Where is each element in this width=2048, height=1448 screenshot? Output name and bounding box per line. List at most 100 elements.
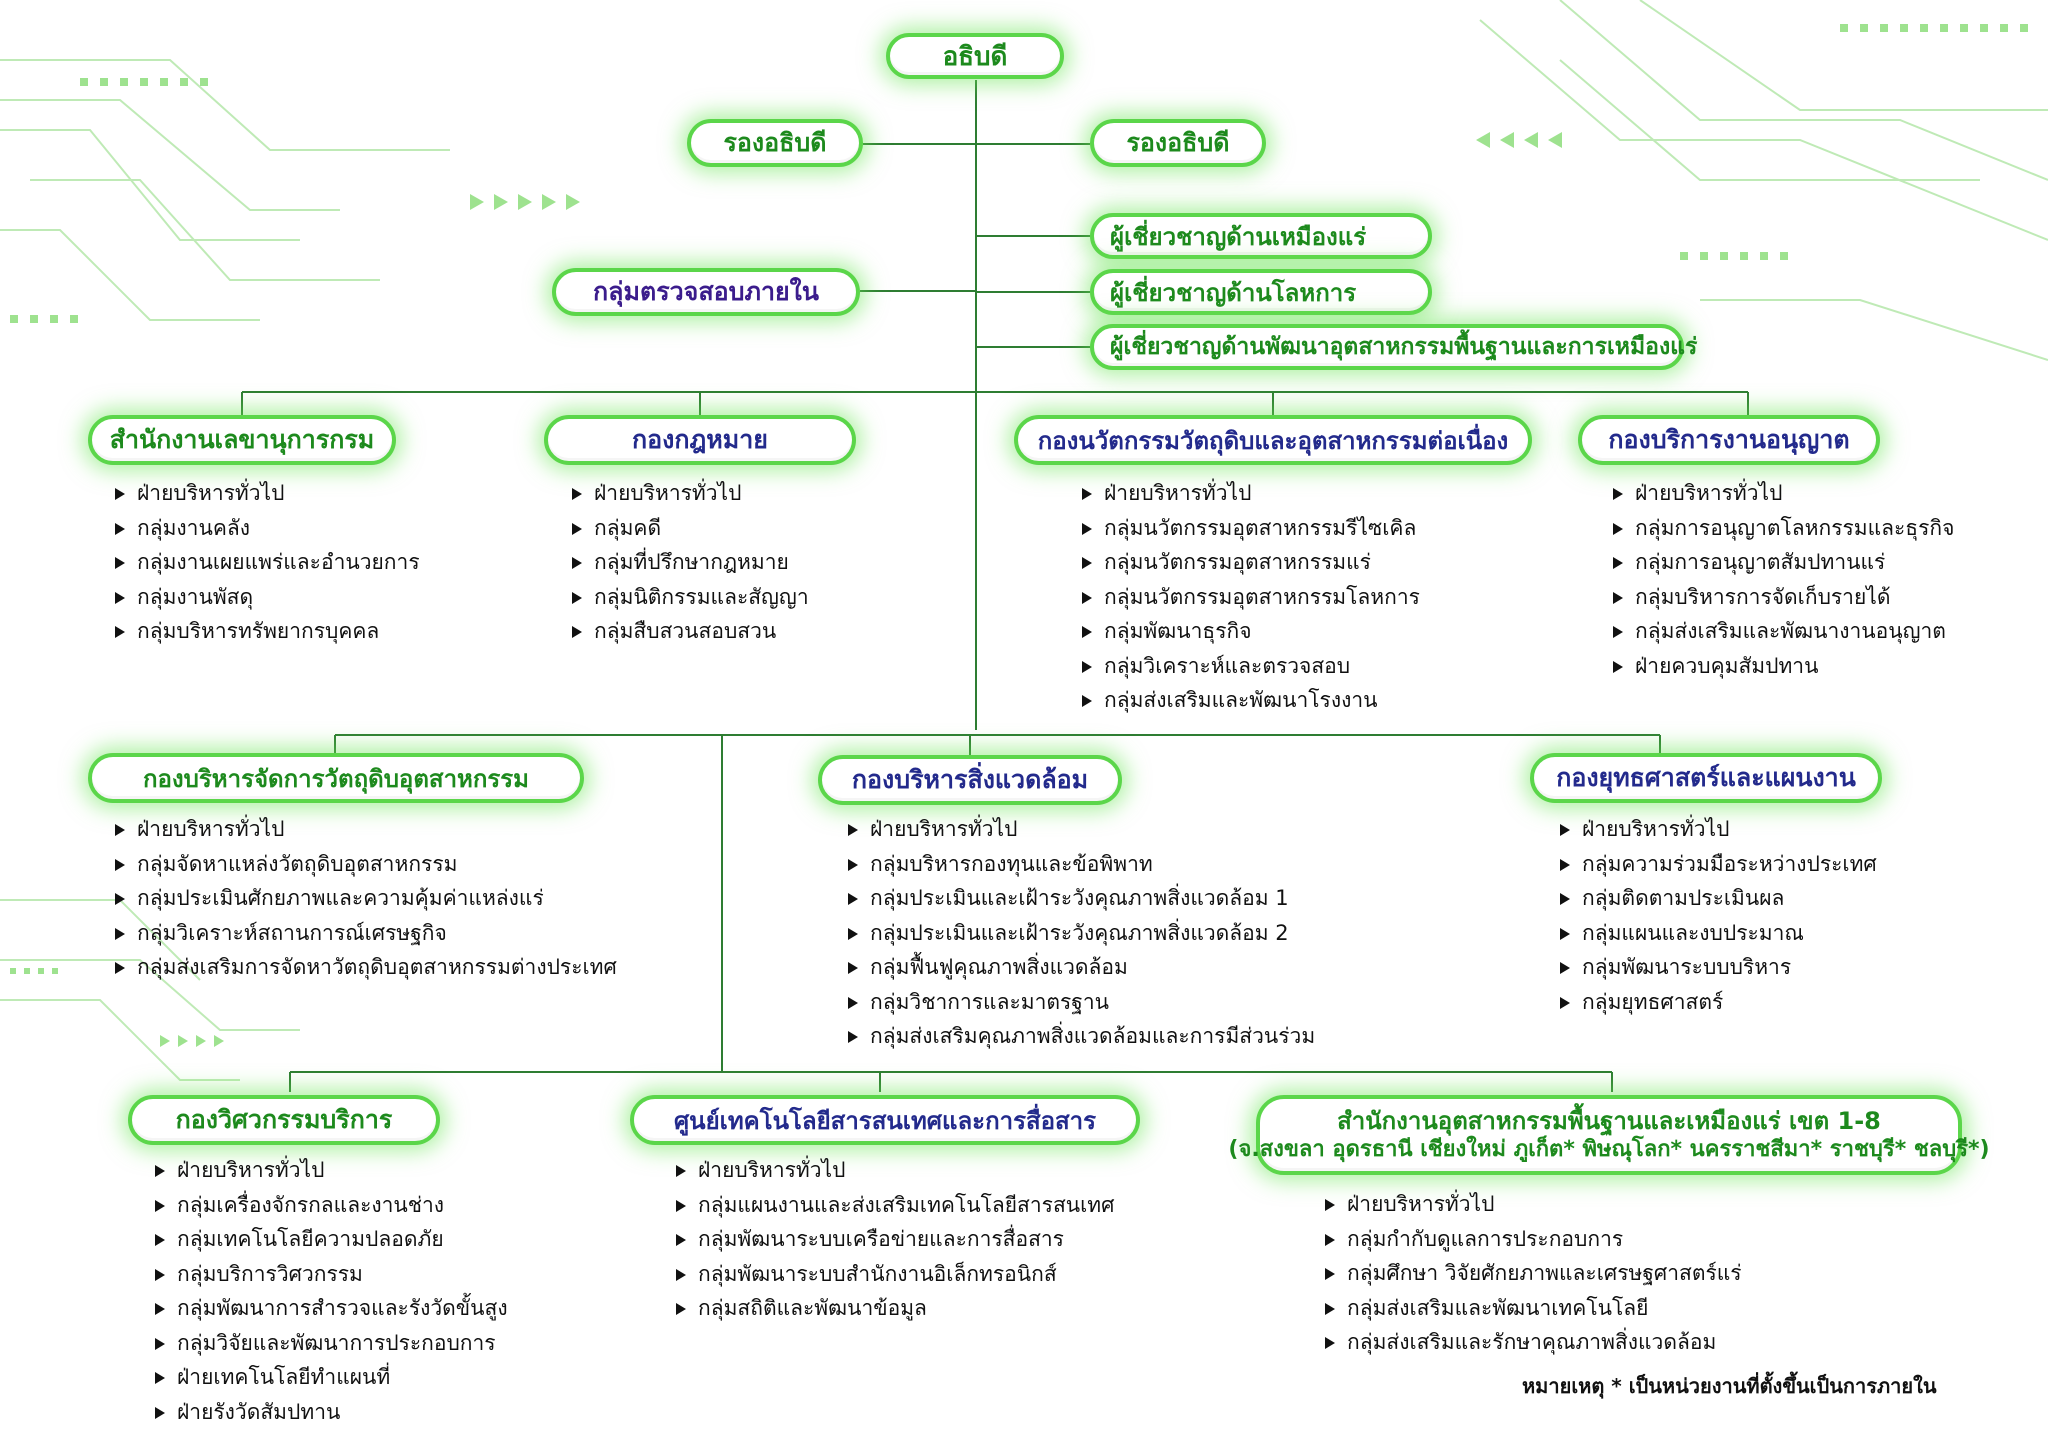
unit-title-innovation: กองนวัตกรรมวัตถุดิบและอุตสาหกรรมต่อเนื่อ…	[1037, 426, 1509, 455]
list-item: กลุ่มงานเผยแพร่และอำนวยการ	[115, 545, 420, 580]
list-item: กลุ่มส่งเสริมและพัฒนาโรงงาน	[1082, 683, 1420, 718]
unit-list-raw-materials: ฝ่ายบริหารทั่วไป กลุ่มจัดหาแหล่งวัตถุดิบ…	[115, 812, 617, 985]
list-item: กลุ่มส่งเสริมคุณภาพสิ่งแวดล้อมและการมีส่…	[848, 1019, 1315, 1054]
list-item: ฝ่ายบริหารทั่วไป	[155, 1153, 508, 1188]
footnote: หมายเหตุ * เป็นหน่วยงานที่ตั้งขึ้นเป็นกา…	[1522, 1374, 1937, 1398]
list-item: ฝ่ายบริหารทั่วไป	[1082, 476, 1420, 511]
expert-box-development: ผู้เชี่ยวชาญด้านพัฒนาอุตสาหกรรมพื้นฐานแล…	[1090, 324, 1697, 370]
expert-box-metallurgy: ผู้เชี่ยวชาญด้านโลหการ	[1090, 269, 1432, 315]
unit-box-innovation: กองนวัตกรรมวัตถุดิบและอุตสาหกรรมต่อเนื่อ…	[1014, 415, 1532, 465]
list-item: กลุ่มจัดหาแหล่งวัตถุดิบอุตสาหกรรม	[115, 847, 617, 882]
list-item: กลุ่มพัฒนาระบบสำนักงานอิเล็กทรอนิกส์	[676, 1257, 1114, 1292]
director-label: อธิบดี	[942, 41, 1008, 72]
list-item: กลุ่มพัฒนาระบบบริหาร	[1560, 950, 1877, 985]
list-item: กลุ่มคดี	[572, 511, 809, 546]
list-item: กลุ่มวิเคราะห์สถานการณ์เศรษฐกิจ	[115, 916, 617, 951]
list-item: กลุ่มสถิติและพัฒนาข้อมูล	[676, 1291, 1114, 1326]
list-item: กลุ่มพัฒนาธุรกิจ	[1082, 614, 1420, 649]
list-item: ฝ่ายบริหารทั่วไป	[572, 476, 809, 511]
unit-box-environment: กองบริหารสิ่งแวดล้อม	[818, 755, 1122, 805]
unit-box-licensing: กองบริการงานอนุญาต	[1578, 415, 1880, 465]
list-item: กลุ่มพัฒนาการสำรวจและรังวัดขั้นสูง	[155, 1291, 508, 1326]
list-item: กลุ่มแผนงานและส่งเสริมเทคโนโลยีสารสนเทศ	[676, 1188, 1114, 1223]
unit-title-regional-offices: สำนักงานอุตสาหกรรมพื้นฐานและเหมืองแร่ เข…	[1337, 1107, 1881, 1136]
list-item: กลุ่มบริหารการจัดเก็บรายได้	[1613, 580, 1954, 615]
list-item: กลุ่มส่งเสริมและรักษาคุณภาพสิ่งแวดล้อม	[1325, 1325, 1742, 1360]
unit-title-legal: กองกฎหมาย	[632, 425, 768, 454]
list-item: กลุ่มการอนุญาตโลหกรรมและธุรกิจ	[1613, 511, 1954, 546]
unit-list-engineering: ฝ่ายบริหารทั่วไป กลุ่มเครื่องจักรกลและงา…	[155, 1153, 508, 1429]
list-item: กลุ่มศึกษา วิจัยศักยภาพและเศรษฐศาสตร์แร่	[1325, 1256, 1742, 1291]
unit-title-secretariat: สำนักงานเลขานุการกรม	[109, 425, 375, 454]
list-item: กลุ่มส่งเสริมและพัฒนาเทคโนโลยี	[1325, 1291, 1742, 1326]
unit-box-secretariat: สำนักงานเลขานุการกรม	[88, 415, 396, 465]
list-item: กลุ่มยุทธศาสตร์	[1560, 985, 1877, 1020]
director-box: อธิบดี	[886, 33, 1064, 79]
list-item: กลุ่มประเมินและเฝ้าระวังคุณภาพสิ่งแวดล้อ…	[848, 881, 1315, 916]
deputy-label-left: รองอธิบดี	[723, 128, 827, 157]
unit-list-strategy: ฝ่ายบริหารทั่วไป กลุ่มความร่วมมือระหว่าง…	[1560, 812, 1877, 1019]
deputy-box-right: รองอธิบดี	[1090, 119, 1266, 167]
unit-box-legal: กองกฎหมาย	[544, 415, 856, 465]
unit-title-engineering: กองวิศวกรรมบริการ	[175, 1105, 393, 1134]
connector-lines	[241, 80, 1749, 1092]
list-item: ฝ่ายควบคุมสัมปทาน	[1613, 649, 1954, 684]
list-item: กลุ่มส่งเสริมการจัดหาวัตถุดิบอุตสาหกรรมต…	[115, 950, 617, 985]
unit-list-secretariat: ฝ่ายบริหารทั่วไป กลุ่มงานคลัง กลุ่มงานเผ…	[115, 476, 420, 649]
list-item: กลุ่มสืบสวนสอบสวน	[572, 614, 809, 649]
unit-list-environment: ฝ่ายบริหารทั่วไป กลุ่มบริหารกองทุนและข้อ…	[848, 812, 1315, 1054]
list-item: ฝ่ายบริหารทั่วไป	[1560, 812, 1877, 847]
internal-audit-box: กลุ่มตรวจสอบภายใน	[552, 268, 860, 316]
list-item: กลุ่มแผนและงบประมาณ	[1560, 916, 1877, 951]
list-item: ฝ่ายบริหารทั่วไป	[1325, 1187, 1742, 1222]
list-item: กลุ่มนวัตกรรมอุตสาหกรรมโลหการ	[1082, 580, 1420, 615]
list-item: กลุ่มงานคลัง	[115, 511, 420, 546]
list-item: กลุ่มที่ปรึกษากฎหมาย	[572, 545, 809, 580]
expert-box-mining: ผู้เชี่ยวชาญด้านเหมืองแร่	[1090, 213, 1432, 259]
expert-label-metallurgy: ผู้เชี่ยวชาญด้านโลหการ	[1110, 278, 1357, 307]
list-item: กลุ่มบริการวิศวกรรม	[155, 1257, 508, 1292]
unit-list-innovation: ฝ่ายบริหารทั่วไป กลุ่มนวัตกรรมอุตสาหกรรม…	[1082, 476, 1420, 718]
list-item: กลุ่มการอนุญาตสัมปทานแร่	[1613, 545, 1954, 580]
unit-box-regional-offices: สำนักงานอุตสาหกรรมพื้นฐานและเหมืองแร่ เข…	[1228, 1095, 1990, 1175]
list-item: ฝ่ายบริหารทั่วไป	[848, 812, 1315, 847]
deputy-label-right: รองอธิบดี	[1126, 128, 1230, 157]
list-item: กลุ่มประเมินและเฝ้าระวังคุณภาพสิ่งแวดล้อ…	[848, 916, 1315, 951]
list-item: กลุ่มเครื่องจักรกลและงานช่าง	[155, 1188, 508, 1223]
list-item: กลุ่มบริหารกองทุนและข้อพิพาท	[848, 847, 1315, 882]
list-item: ฝ่ายรังวัดสัมปทาน	[155, 1395, 508, 1430]
unit-list-ict-center: ฝ่ายบริหารทั่วไป กลุ่มแผนงานและส่งเสริมเ…	[676, 1153, 1114, 1326]
list-item: กลุ่มวิชาการและมาตรฐาน	[848, 985, 1315, 1020]
list-item: ฝ่ายบริหารทั่วไป	[1613, 476, 1954, 511]
list-item: กลุ่มเทคโนโลยีความปลอดภัย	[155, 1222, 508, 1257]
list-item: กลุ่มนวัตกรรมอุตสาหกรรมรีไซเคิล	[1082, 511, 1420, 546]
expert-label-mining: ผู้เชี่ยวชาญด้านเหมืองแร่	[1110, 222, 1367, 251]
unit-box-engineering: กองวิศวกรรมบริการ	[128, 1095, 440, 1145]
list-item: ฝ่ายบริหารทั่วไป	[676, 1153, 1114, 1188]
unit-box-strategy: กองยุทธศาสตร์และแผนงาน	[1530, 753, 1882, 803]
list-item: ฝ่ายบริหารทั่วไป	[115, 476, 420, 511]
unit-box-ict-center: ศูนย์เทคโนโลยีสารสนเทศและการสื่อสาร	[630, 1095, 1140, 1145]
list-item: ฝ่ายบริหารทั่วไป	[115, 812, 617, 847]
list-item: กลุ่มพัฒนาระบบเครือข่ายและการสื่อสาร	[676, 1222, 1114, 1257]
unit-title-licensing: กองบริการงานอนุญาต	[1608, 425, 1850, 454]
list-item: กลุ่มวิเคราะห์และตรวจสอบ	[1082, 649, 1420, 684]
unit-title-ict-center: ศูนย์เทคโนโลยีสารสนเทศและการสื่อสาร	[673, 1106, 1097, 1135]
expert-label-development: ผู้เชี่ยวชาญด้านพัฒนาอุตสาหกรรมพื้นฐานแล…	[1110, 334, 1698, 360]
internal-audit-label: กลุ่มตรวจสอบภายใน	[593, 277, 819, 306]
unit-box-raw-materials: กองบริหารจัดการวัตถุดิบอุตสาหกรรม	[88, 753, 584, 803]
unit-list-licensing: ฝ่ายบริหารทั่วไป กลุ่มการอนุญาตโลหกรรมแล…	[1613, 476, 1954, 683]
list-item: กลุ่มนวัตกรรมอุตสาหกรรมแร่	[1082, 545, 1420, 580]
unit-title-environment: กองบริหารสิ่งแวดล้อม	[851, 765, 1089, 794]
unit-list-legal: ฝ่ายบริหารทั่วไป กลุ่มคดี กลุ่มที่ปรึกษา…	[572, 476, 809, 649]
list-item: กลุ่มกำกับดูแลการประกอบการ	[1325, 1222, 1742, 1257]
deputy-box-left: รองอธิบดี	[687, 119, 863, 167]
list-item: กลุ่มประเมินศักยภาพและความคุ้มค่าแหล่งแร…	[115, 881, 617, 916]
list-item: กลุ่มความร่วมมือระหว่างประเทศ	[1560, 847, 1877, 882]
list-item: ฝ่ายเทคโนโลยีทำแผนที่	[155, 1360, 508, 1395]
list-item: กลุ่มวิจัยและพัฒนาการประกอบการ	[155, 1326, 508, 1361]
unit-subtitle-regional-offices: (จ.สงขลา อุดรธานี เชียงใหม่ ภูเก็ต* พิษณ…	[1228, 1137, 1990, 1163]
list-item: กลุ่มติดตามประเมินผล	[1560, 881, 1877, 916]
dot-decoration	[10, 24, 2028, 1047]
list-item: กลุ่มบริหารทรัพยากรบุคคล	[115, 614, 420, 649]
